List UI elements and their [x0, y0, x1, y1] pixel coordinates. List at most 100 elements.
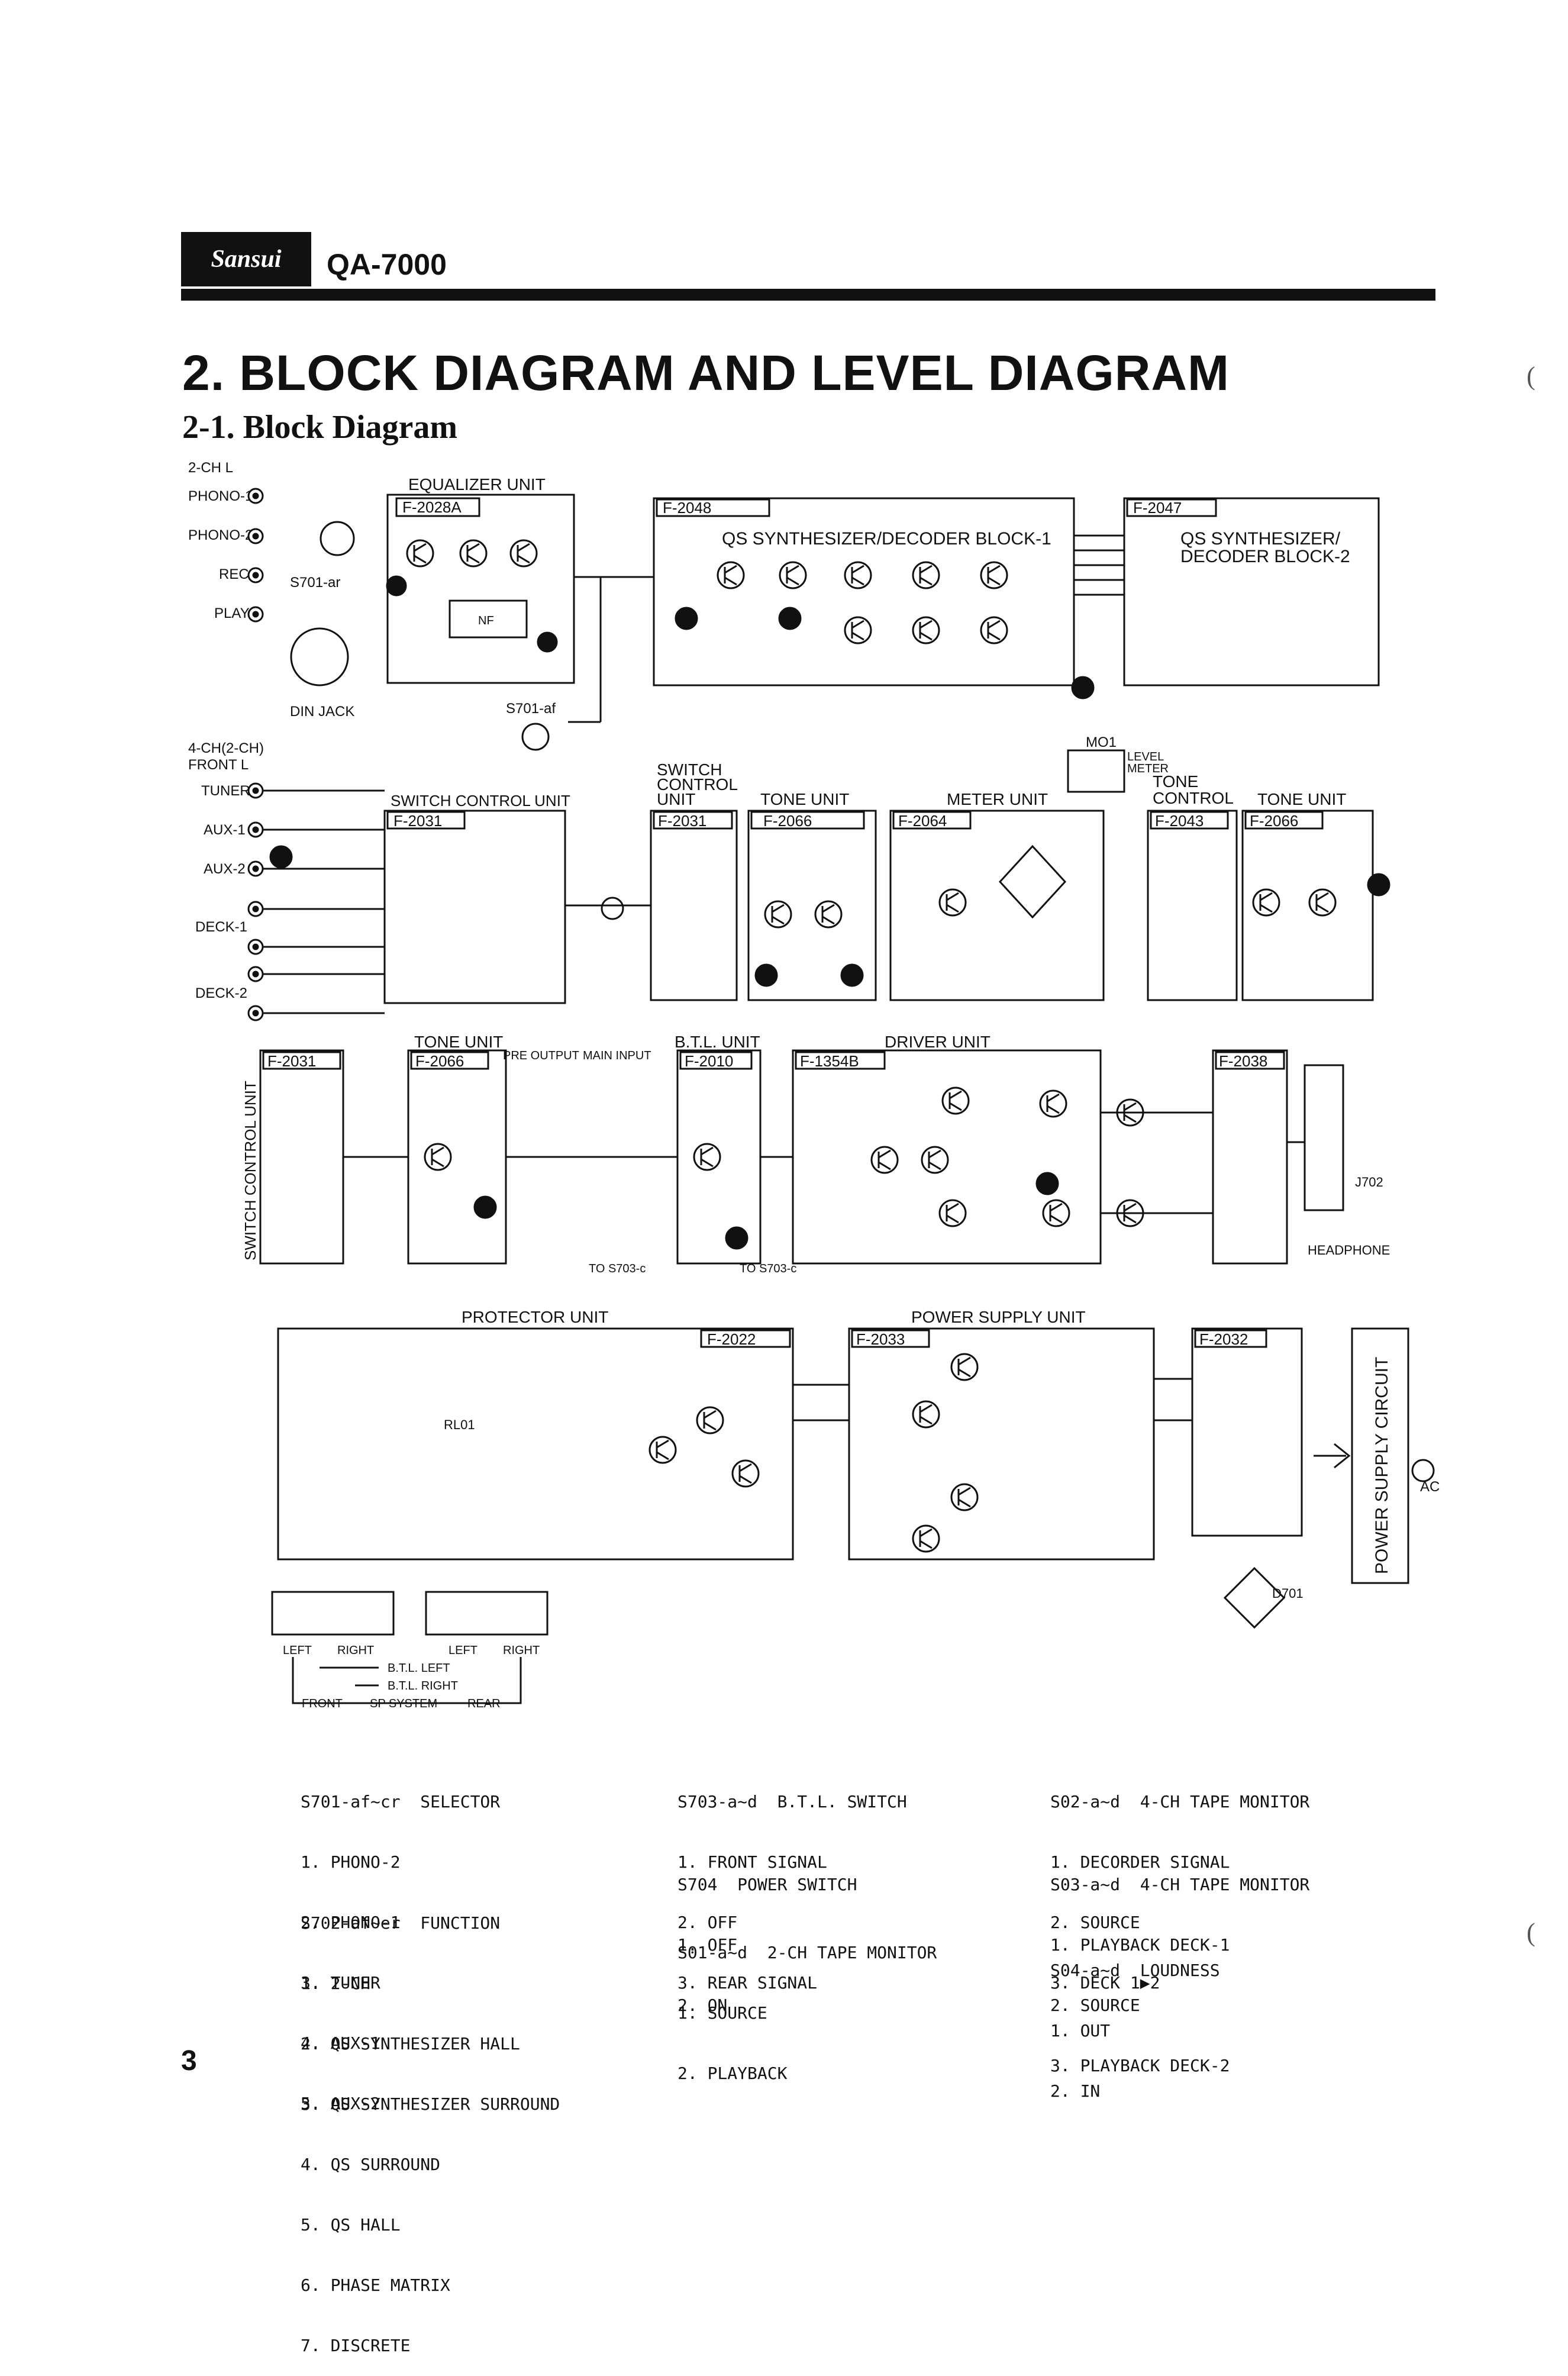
svg-text:METER UNIT: METER UNIT — [947, 790, 1048, 808]
svg-text:POWER SUPPLY CIRCUIT: POWER SUPPLY CIRCUIT — [1372, 1357, 1392, 1574]
legend-item: 2. SOURCE — [1050, 1913, 1140, 1932]
legend-item: 1. SOURCE — [677, 2003, 767, 2023]
legend-item: 6. PHASE MATRIX — [301, 2275, 450, 2295]
signal-line-eq-to-decoder — [568, 576, 654, 723]
svg-text:MO1: MO1 — [1086, 734, 1117, 750]
svg-text:TONE UNIT: TONE UNIT — [1257, 790, 1346, 808]
svg-text:F-2010: F-2010 — [685, 1052, 733, 1070]
legend-title: S701-af~cr SELECTOR — [301, 1792, 501, 1811]
legend-title: S04-a~d LOUDNESS — [1050, 1961, 1220, 1980]
jack-rec — [247, 567, 264, 583]
legend-power-switch: S704 POWER SWITCH 1. OFF 2. ON — [677, 1835, 857, 2036]
jack-phono2 — [247, 528, 264, 544]
svg-text:F-2022: F-2022 — [707, 1330, 756, 1348]
svg-text:F-2031: F-2031 — [267, 1052, 316, 1070]
output-unit-f2038: F-2038 — [1212, 1049, 1288, 1265]
block-diagram: 2-CH L PHONO-1 PHONO-2 REC PLAY DIN JACK… — [188, 460, 1440, 1710]
legend-item: 5. QS HALL — [301, 2215, 401, 2235]
tone-control-unit: TONE CONTROL F-2043 — [1147, 772, 1238, 1001]
s702-switch — [601, 897, 624, 920]
signal-line-middle — [343, 1111, 1305, 1214]
headphone-jack: HEADPHONE J702 — [1304, 1064, 1390, 1258]
legend-item: 7. DISCRETE — [301, 2336, 411, 2355]
legend-item: 1. PHONO-2 — [301, 1852, 401, 1872]
legend-title: S02-a~d 4-CH TAPE MONITOR — [1050, 1792, 1310, 1811]
svg-text:NF: NF — [478, 614, 494, 627]
svg-text:F-2032: F-2032 — [1199, 1330, 1248, 1348]
svg-text:F-1354B: F-1354B — [800, 1052, 859, 1070]
legend-item: 3. QS SYNTHESIZER SURROUND — [301, 2094, 560, 2114]
svg-text:LEFT: LEFT — [449, 1644, 478, 1657]
svg-text:F-2064: F-2064 — [898, 812, 947, 830]
legend-item: 2. ON — [677, 1995, 728, 2015]
selector-switch-s701-af — [521, 723, 550, 751]
jack-phono1 — [247, 488, 264, 504]
tone-unit-2: TONE UNIT F-2066 — [1241, 790, 1390, 1001]
svg-text:TONE UNIT: TONE UNIT — [414, 1033, 503, 1051]
tone-unit-1: TONE UNIT F-2066 — [747, 790, 877, 1001]
legend-item: 3. DECK 1▶2 — [1050, 1973, 1160, 1993]
power-supply-circuit: POWER SUPPLY CIRCUIT AC — [1314, 1327, 1440, 1584]
label-to-s703c: TO S703-c — [589, 1262, 646, 1275]
jack-deck2-rec — [247, 966, 264, 982]
jack-tuner — [247, 782, 264, 799]
svg-text:CONTROL: CONTROL — [1153, 789, 1234, 807]
svg-text:F-2066: F-2066 — [1250, 812, 1298, 830]
fuse-unit-f2032: F-2032 D701 — [1191, 1327, 1304, 1629]
legend-item: 1. OUT — [1050, 2021, 1111, 2040]
legend-item: 1. FRONT SIGNAL — [677, 1852, 827, 1872]
label-2ch-l: 2-CH L — [188, 460, 233, 476]
legend-title: S01-a~d 2-CH TAPE MONITOR — [677, 1943, 937, 1962]
svg-text:UNIT: UNIT — [657, 790, 695, 808]
legend-item: 2. PLAYBACK — [677, 2064, 788, 2083]
page-title: 2. BLOCK DIAGRAM AND LEVEL DIAGRAM — [182, 345, 1230, 401]
label-deck1: DECK-1 — [195, 919, 247, 935]
legend-item: 1. PLAYBACK DECK-1 — [1050, 1935, 1230, 1955]
header-rule — [181, 289, 1435, 301]
svg-text:CONTROL: CONTROL — [657, 775, 738, 794]
svg-text:LEVEL: LEVEL — [1127, 750, 1164, 763]
svg-text:DRIVER UNIT: DRIVER UNIT — [885, 1033, 991, 1051]
legend-loudness: S04-a~d LOUDNESS 1. OUT 2. IN — [1050, 1920, 1220, 2122]
label-front-l: FRONT L — [188, 757, 249, 773]
scan-mark: ( — [1527, 362, 1535, 391]
jack-deck1-play — [247, 939, 264, 955]
svg-text:RIGHT: RIGHT — [337, 1644, 374, 1657]
svg-text:F-2048: F-2048 — [663, 499, 711, 517]
din-jack-symbol — [290, 627, 349, 686]
legend-function: S702-af~er FUNCTION 1. 2-CH 2. QS SYNTHE… — [301, 1873, 560, 2376]
svg-text:J702: J702 — [1355, 1175, 1383, 1189]
legend-item: 1. OFF — [677, 1935, 738, 1955]
svg-text:TONE UNIT: TONE UNIT — [760, 790, 849, 808]
svg-text:F-2047: F-2047 — [1133, 499, 1182, 517]
label-tuner: TUNER — [201, 783, 250, 799]
jack-play — [247, 606, 264, 623]
svg-text:F-2028A: F-2028A — [402, 498, 462, 516]
svg-text:SWITCH: SWITCH — [657, 760, 722, 779]
switch-control-unit-3: F-2031 SWITCH CONTROL UNIT — [241, 1049, 344, 1265]
svg-text:F-2033: F-2033 — [856, 1330, 905, 1348]
svg-text:F-2066: F-2066 — [415, 1052, 464, 1070]
legend-title: S03-a~d 4-CH TAPE MONITOR — [1050, 1875, 1310, 1894]
svg-text:B.T.L. RIGHT: B.T.L. RIGHT — [388, 1679, 458, 1692]
label-play: PLAY — [214, 605, 250, 621]
jack-aux2 — [247, 860, 264, 877]
legend-item: 2. SOURCE — [1050, 1995, 1140, 2015]
legend-item: 2. IN — [1050, 2081, 1101, 2101]
power-supply-unit: POWER SUPPLY UNIT F-2033 — [848, 1308, 1155, 1561]
svg-text:LEFT: LEFT — [283, 1644, 312, 1657]
legend-title: S703-a~d B.T.L. SWITCH — [677, 1792, 907, 1811]
label-s701-ar: S701-ar — [290, 575, 340, 591]
legend-item: 5. AUX-2 — [301, 2094, 380, 2113]
label-aux1: AUX-1 — [204, 822, 246, 838]
legend-item: 2. PHONO-1 — [301, 1913, 401, 1932]
model-name: QA-7000 — [327, 248, 447, 281]
legend-2ch-tape-monitor: S01-a~d 2-CH TAPE MONITOR 1. SOURCE 2. P… — [677, 1903, 937, 2104]
label-phono1: PHONO-1 — [188, 488, 253, 504]
driver-unit: DRIVER UNIT F-1354B — [792, 1033, 1144, 1265]
decoder-bus — [1074, 534, 1124, 596]
svg-text:DECODER BLOCK-2: DECODER BLOCK-2 — [1180, 547, 1350, 566]
svg-text:B.T.L. LEFT: B.T.L. LEFT — [388, 1662, 450, 1675]
svg-text:EQUALIZER UNIT: EQUALIZER UNIT — [408, 475, 546, 494]
legend-selector: S701-af~cr SELECTOR 1. PHONO-2 2. PHONO-… — [301, 1752, 500, 2134]
